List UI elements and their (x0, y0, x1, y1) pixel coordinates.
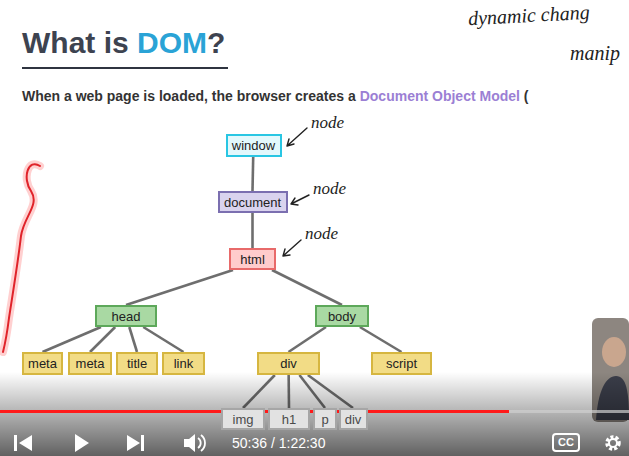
subtitle-text: Document Object Model (360, 88, 520, 104)
element-node-box: body (315, 305, 369, 327)
element-node-box: link (162, 352, 205, 375)
node-label: document (224, 195, 281, 210)
title-part: DOM (137, 26, 207, 59)
control-shade (0, 372, 629, 456)
tree-link (143, 327, 183, 352)
node-label: img (233, 412, 254, 427)
player-icons (14, 434, 619, 452)
handwritten-note: dynamic chang (467, 1, 590, 30)
element-node-box: meta (68, 352, 112, 375)
handwritten-note: node (313, 179, 346, 199)
title-underline (22, 67, 228, 69)
tree-link (360, 327, 402, 352)
tree-link (251, 157, 254, 191)
subtitle-text: ( (524, 88, 529, 104)
volume-waves (198, 435, 205, 451)
root-node-box: document (218, 191, 288, 213)
node-label: div (345, 412, 362, 427)
element-node-box: head (95, 305, 157, 327)
node-label: p (321, 412, 328, 427)
root-node-box: html (229, 248, 276, 270)
tree-link (272, 270, 342, 305)
hand-arrow (287, 128, 307, 146)
captions-label: CC (553, 434, 579, 451)
element-node-box: div (257, 352, 320, 375)
node-label: div (280, 356, 297, 371)
settings-hub (609, 439, 617, 447)
captions-box (553, 434, 579, 451)
element-node-box: p (313, 408, 337, 430)
node-label: window (232, 138, 275, 153)
slide-title: What is DOM? (22, 26, 225, 60)
node-label: meta (28, 356, 57, 371)
hand-arrow (291, 195, 309, 205)
node-label: title (127, 356, 147, 371)
handwritten-note: node (311, 113, 344, 133)
squiggle-glow (3, 164, 40, 352)
node-label: head (112, 309, 141, 324)
hand-arrow (283, 240, 301, 256)
node-label: html (240, 252, 265, 267)
node-label: script (386, 356, 417, 371)
element-node-box: title (116, 352, 158, 375)
element-node-box: meta (22, 352, 63, 375)
previous-icon (14, 435, 32, 451)
thumbnail-head (602, 337, 626, 367)
handwritten-note: node (305, 224, 338, 244)
element-node-box: script (371, 352, 432, 375)
play-icon (75, 434, 89, 452)
settings-gear (607, 437, 619, 449)
element-node-box: h1 (268, 408, 310, 430)
title-part: What is (22, 26, 137, 59)
handwritten-note: manip (570, 42, 620, 65)
tree-link (289, 327, 326, 352)
tree-link (126, 270, 233, 305)
subtitle-line: When a web page is loaded, the browser c… (22, 88, 529, 104)
subtitle-text: When a web page is loaded, the browser c… (22, 88, 356, 104)
node-label: link (174, 356, 194, 371)
element-node-box: div (339, 408, 368, 430)
time-display: 50:36 / 1:22:30 (232, 435, 325, 451)
squiggle-mark (3, 164, 40, 352)
element-node-box: img (221, 408, 265, 430)
root-node-box: window (226, 134, 282, 157)
next-icon (127, 435, 144, 451)
tree-link (129, 327, 137, 352)
tree-link (251, 213, 254, 248)
volume-icon (184, 434, 195, 452)
title-part: ? (207, 26, 225, 59)
node-label: h1 (282, 412, 296, 427)
tree-link (90, 327, 115, 352)
node-label: body (328, 309, 356, 324)
node-label: meta (76, 356, 105, 371)
